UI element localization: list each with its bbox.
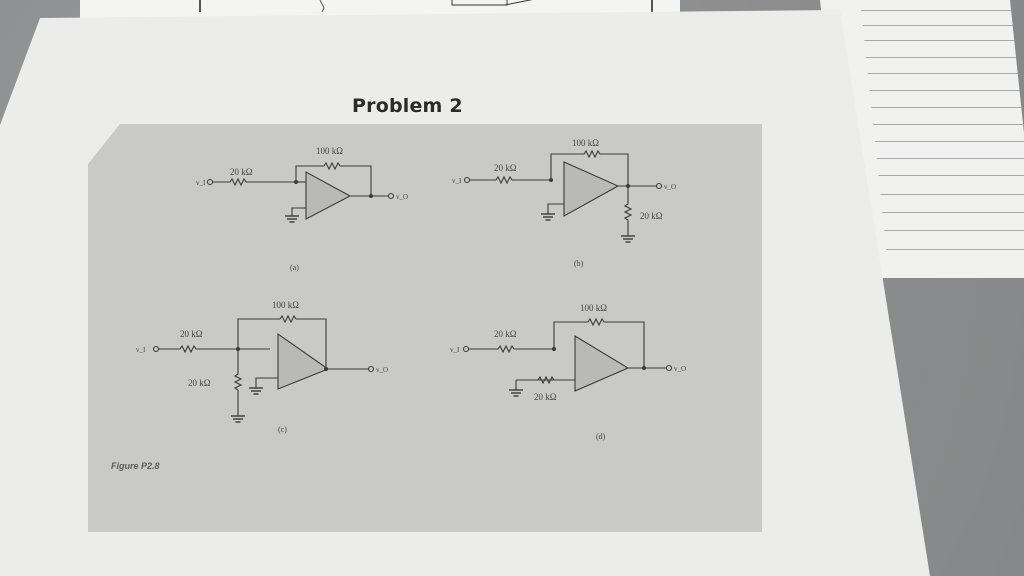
label-b-rin: 20 kΩ [494, 163, 517, 173]
circuit-a [206, 161, 395, 223]
label-d-vi: v_I [450, 346, 460, 354]
circuit-c [152, 314, 375, 423]
label-d-rplus: 20 kΩ [534, 392, 557, 402]
label-c-vi: v_I [136, 346, 146, 354]
label-c-rin: 20 kΩ [180, 329, 203, 339]
label-d-vo: v_O [674, 365, 686, 373]
label-a-rf: 100 kΩ [316, 146, 343, 156]
label-b-vo: v_O [664, 183, 676, 191]
label-b-rf: 100 kΩ [572, 138, 599, 148]
circuit-b [463, 149, 663, 243]
label-c-rshunt: 20 kΩ [188, 378, 211, 388]
label-a-vi: v_I [196, 179, 206, 187]
label-d: (d) [596, 432, 606, 441]
circuit-figure: 20 kΩ 100 kΩ v_I v_O (a) 20 kΩ 100 kΩ v_… [88, 124, 762, 532]
label-a-rin: 20 kΩ [230, 167, 253, 177]
label-d-rf: 100 kΩ [580, 303, 607, 313]
label-b: (b) [574, 259, 584, 268]
label-b-rload: 20 kΩ [640, 211, 663, 221]
label-a: (a) [290, 263, 299, 272]
figure-caption: Figure P2.8 [111, 461, 160, 471]
label-c: (c) [278, 425, 287, 434]
label-b-vi: v_I [452, 177, 462, 185]
label-a-vo: v_O [396, 193, 408, 201]
opamp-circuits-diagram: 20 kΩ 100 kΩ v_I v_O (a) 20 kΩ 100 kΩ v_… [136, 138, 686, 441]
label-c-vo: v_O [376, 366, 388, 374]
circuit-d [462, 317, 673, 397]
label-c-rf: 100 kΩ [272, 300, 299, 310]
page-title: Problem 2 [352, 95, 463, 117]
top-sketch-marks [199, 0, 653, 13]
label-d-rin: 20 kΩ [494, 329, 517, 339]
